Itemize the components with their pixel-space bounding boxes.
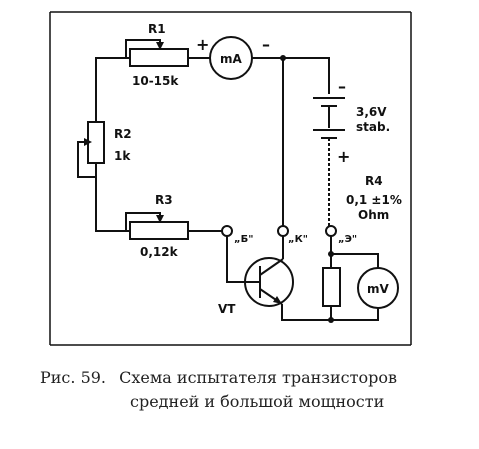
terminal-emitter-label: „Э": [338, 234, 357, 245]
terminal-base-label: „Б": [234, 234, 253, 245]
transistor-vt: [226, 236, 331, 321]
resistor-r4: [322, 267, 341, 307]
transistor-label: VT: [218, 302, 236, 316]
r2-name: R2: [114, 127, 132, 141]
ma-label: mA: [220, 52, 243, 66]
r1-name: R1: [148, 22, 166, 36]
terminal-base: [221, 225, 233, 237]
resistor-r1: [125, 39, 189, 67]
r4-value-line2: Ohm: [358, 208, 389, 222]
figure-caption: Рис. 59. Схема испытателя транзисторов с…: [40, 366, 460, 414]
wire-left-bottom: [95, 163, 130, 232]
wire-ma-right: [252, 57, 330, 94]
battery-plus: +: [337, 147, 350, 166]
figure-number: Рис. 59.: [40, 368, 107, 387]
battery-note: stab.: [356, 120, 390, 134]
junction-top: [280, 55, 286, 61]
ma-minus: –: [262, 35, 270, 54]
r3-name: R3: [155, 193, 173, 207]
mv-label: mV: [367, 282, 390, 296]
terminal-collector: [277, 225, 289, 237]
r2-value: 1k: [114, 149, 131, 163]
millivoltmeter: [357, 267, 399, 309]
battery: [313, 97, 345, 139]
wire-mv-top: [331, 253, 379, 268]
caption-line2: средней и большой мощности: [130, 392, 385, 411]
battery-voltage: 3,6V: [356, 105, 387, 119]
r4-value-line1: 0,1 ±1%: [346, 193, 402, 207]
caption-line1: Схема испытателя транзисторов: [119, 368, 398, 387]
resistor-r3: [125, 212, 189, 240]
r4-name: R4: [365, 174, 383, 188]
terminal-collector-label: „К": [288, 234, 308, 245]
r3-value: 0,12k: [140, 245, 179, 259]
wire-mv-bottom: [331, 308, 379, 321]
r1-value: 10-15k: [132, 74, 179, 88]
terminal-emitter: [325, 225, 337, 237]
resistor-r2: [77, 121, 105, 178]
battery-minus: –: [338, 77, 346, 96]
wire-left-top: [95, 57, 130, 122]
ma-plus: +: [196, 35, 209, 54]
